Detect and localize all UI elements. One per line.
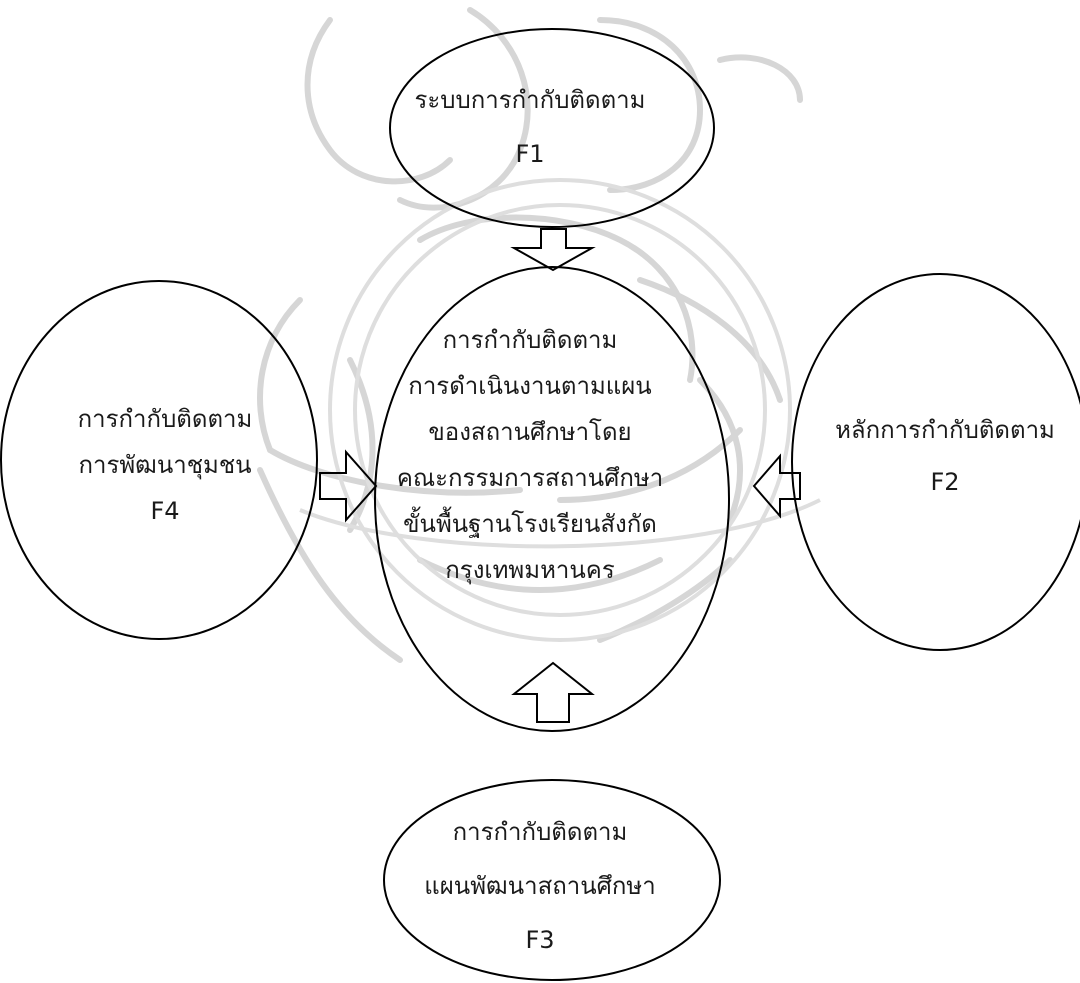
node-center-line: กรุงเทพมหานคร [445, 556, 615, 584]
ellipse-center [374, 266, 730, 732]
node-center-line: ของสถานศึกษาโดย [428, 418, 632, 446]
ellipse-f1 [389, 28, 715, 228]
node-f2-code: F2 [930, 468, 960, 496]
node-center-line: ขั้นพื้นฐานโรงเรียนสังกัด [403, 510, 657, 538]
node-f4: การกำกับติดตาม การพัฒนาชุมชน F4 [10, 407, 320, 523]
node-f4-title-1: การกำกับติดตาม [77, 405, 253, 433]
ellipse-f2 [791, 273, 1080, 651]
node-f2: หลักการกำกับติดตาม F2 [790, 418, 1080, 494]
node-f3: การกำกับติดตาม แผนพัฒนาสถานศึกษา F3 [380, 820, 700, 952]
node-center: การกำกับติดตาม การดำเนินงานตามแผน ของสถา… [360, 328, 700, 582]
ellipse-f3 [383, 779, 721, 981]
node-f3-title-2: แผนพัฒนาสถานศึกษา [424, 872, 656, 900]
arrow-up [511, 661, 595, 723]
arrow-down [510, 228, 596, 272]
node-center-line: การดำเนินงานตามแผน [408, 372, 652, 400]
node-f1: ระบบการกำกับติดตาม F1 [350, 88, 710, 166]
ellipse-f4 [0, 280, 318, 640]
node-center-line: คณะกรรมการสถานศึกษา [396, 464, 664, 492]
node-center-line: การกำกับติดตาม [442, 326, 618, 354]
arrow-left [752, 453, 801, 519]
node-f1-title: ระบบการกำกับติดตาม [414, 86, 646, 114]
node-f2-title: หลักการกำกับติดตาม [835, 416, 1055, 444]
node-f4-title-2: การพัฒนาชุมชน [78, 451, 252, 479]
node-f1-code: F1 [515, 140, 545, 168]
node-f4-code: F4 [150, 497, 180, 525]
node-f3-title-1: การกำกับติดตาม [452, 818, 628, 846]
arrow-right [319, 449, 378, 523]
node-f3-code: F3 [525, 926, 555, 954]
